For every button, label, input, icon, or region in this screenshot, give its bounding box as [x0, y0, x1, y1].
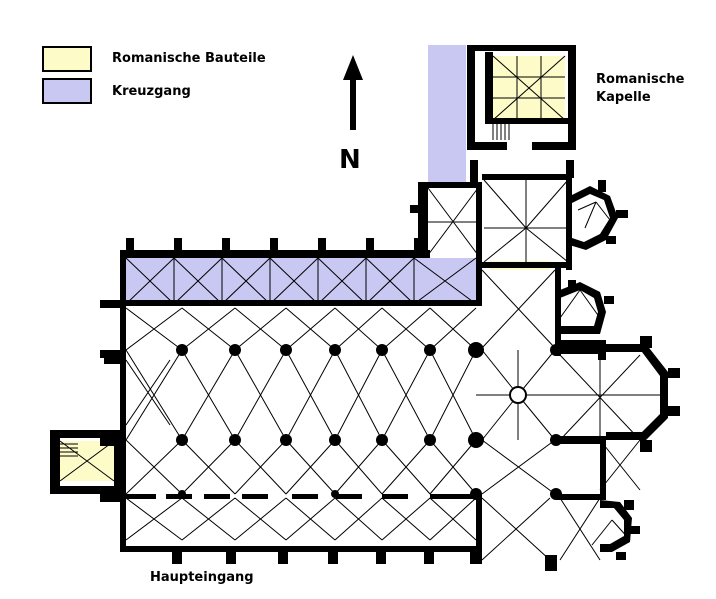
walls: [50, 45, 680, 571]
crossing-boss: [509, 386, 527, 404]
cloister-fill: [126, 45, 478, 304]
chapel-label-line1: Romanische: [596, 72, 685, 87]
vault-lines: [59, 55, 660, 561]
legend-swatch-romanesque: [42, 46, 92, 72]
chapel-label-line2: Kapelle: [596, 90, 651, 105]
legend-label-cloister: Kreuzgang: [112, 84, 191, 99]
chapel-label: Romanische Kapelle: [596, 71, 685, 107]
entrance-label: Haupteingang: [150, 570, 254, 585]
north-letter: N: [339, 145, 361, 175]
stair-hatching: [60, 124, 510, 457]
legend-swatch-cloister: [42, 78, 92, 104]
north-arrow-icon: [343, 55, 363, 130]
legend-label-romanesque: Romanische Bauteile: [112, 51, 266, 66]
